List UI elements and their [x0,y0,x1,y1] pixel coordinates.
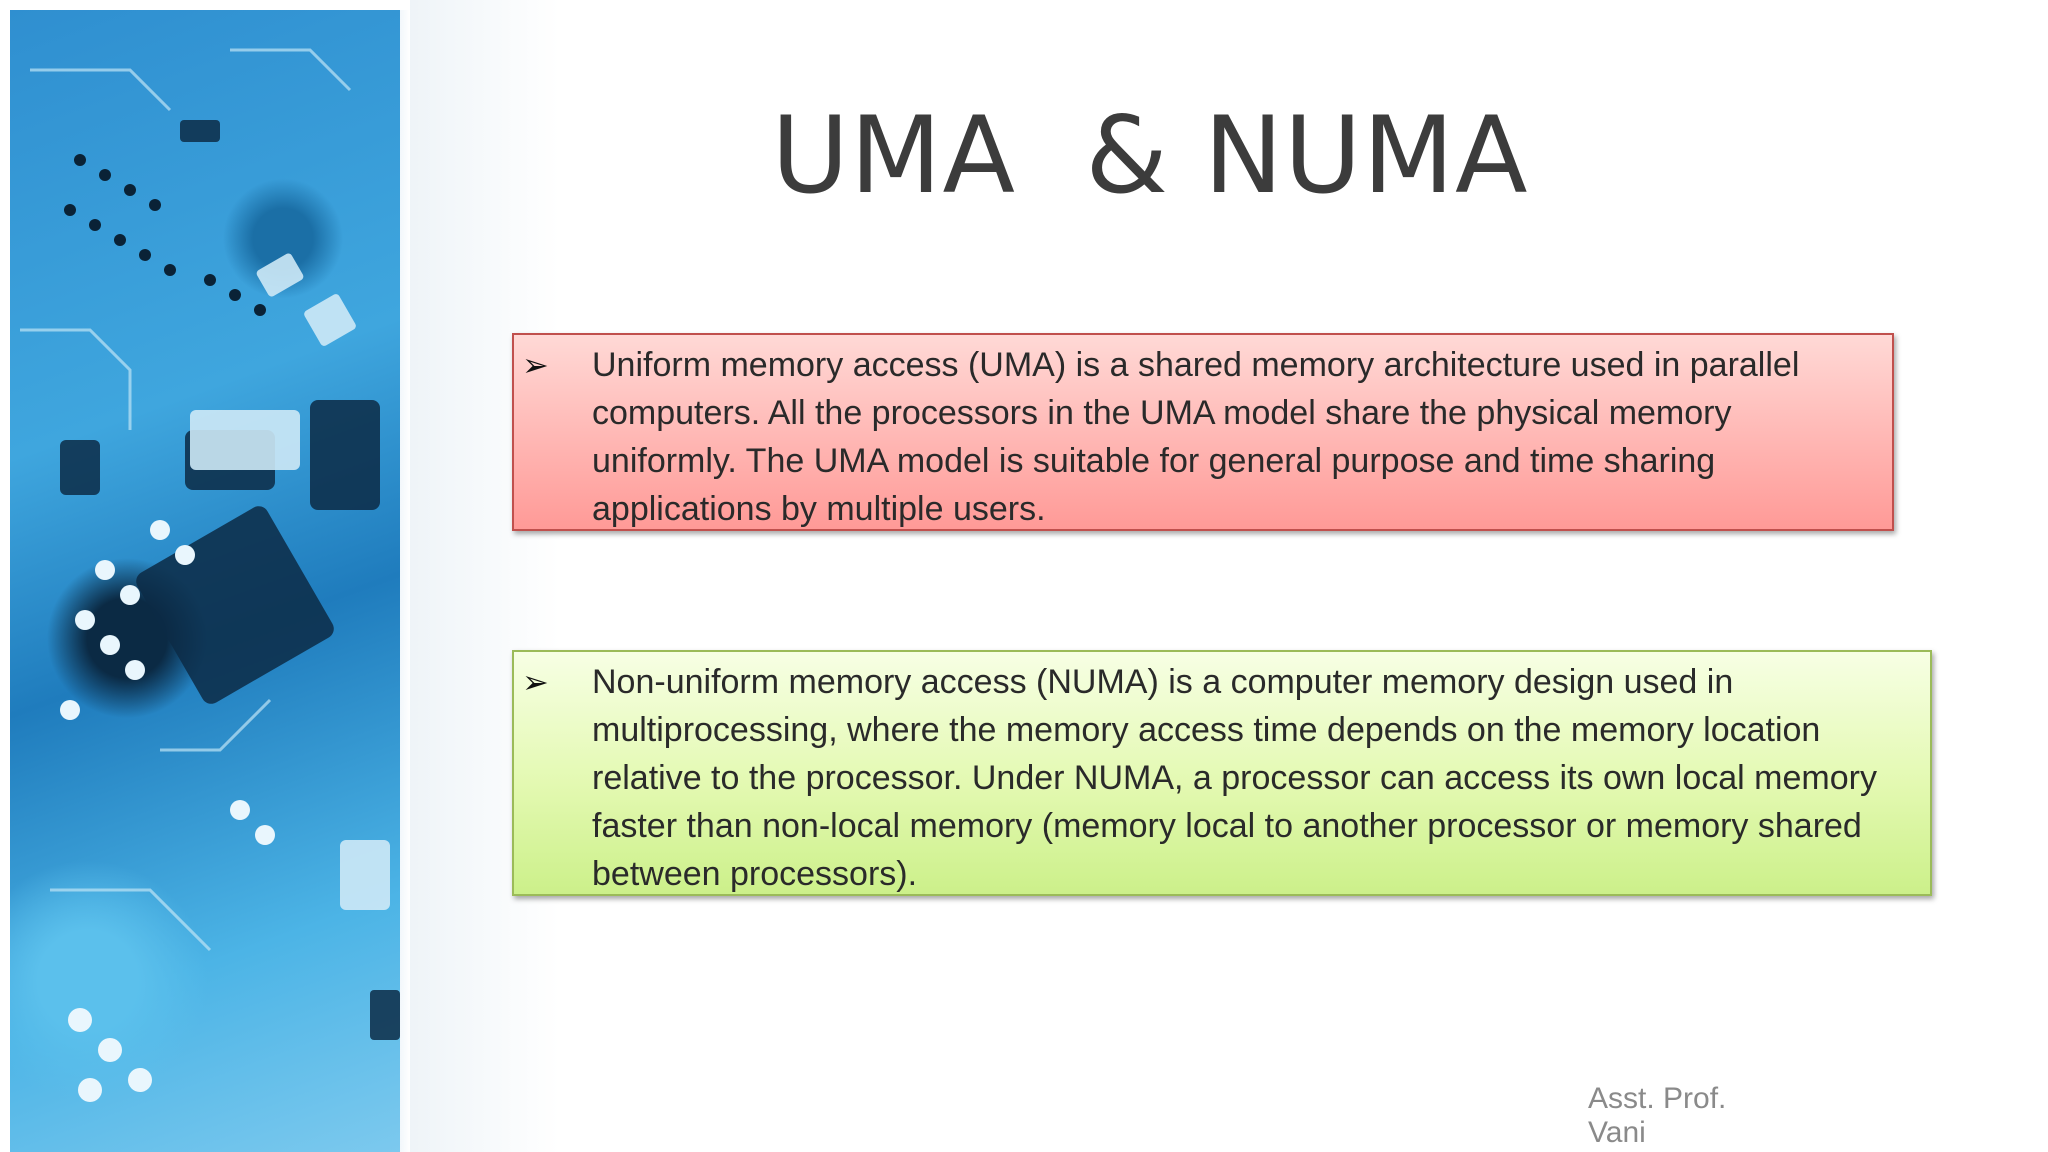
arrowhead-bullet-icon: ➢ [522,663,549,701]
slide-title: UMA & NUMA [771,94,1529,217]
circuit-board-graphic [20,48,400,1102]
arrowhead-bullet-icon: ➢ [522,346,549,384]
numa-definition-box: ➢ Non-uniform memory access (NUMA) is a … [512,650,1932,896]
panel-divider [400,10,410,1152]
author-title: Asst. Prof. [1588,1082,1727,1115]
background-fade [410,0,560,1152]
numa-definition-text: Non-uniform memory access (NUMA) is a co… [592,663,1877,893]
circuit-board-image [10,10,400,1152]
uma-definition-box: ➢ Uniform memory access (UMA) is a share… [512,333,1894,531]
author-credit: Asst. Prof. Vani [1588,1082,1726,1150]
uma-definition-text: Uniform memory access (UMA) is a shared … [592,346,1800,528]
author-name: Vani [1588,1116,1646,1149]
